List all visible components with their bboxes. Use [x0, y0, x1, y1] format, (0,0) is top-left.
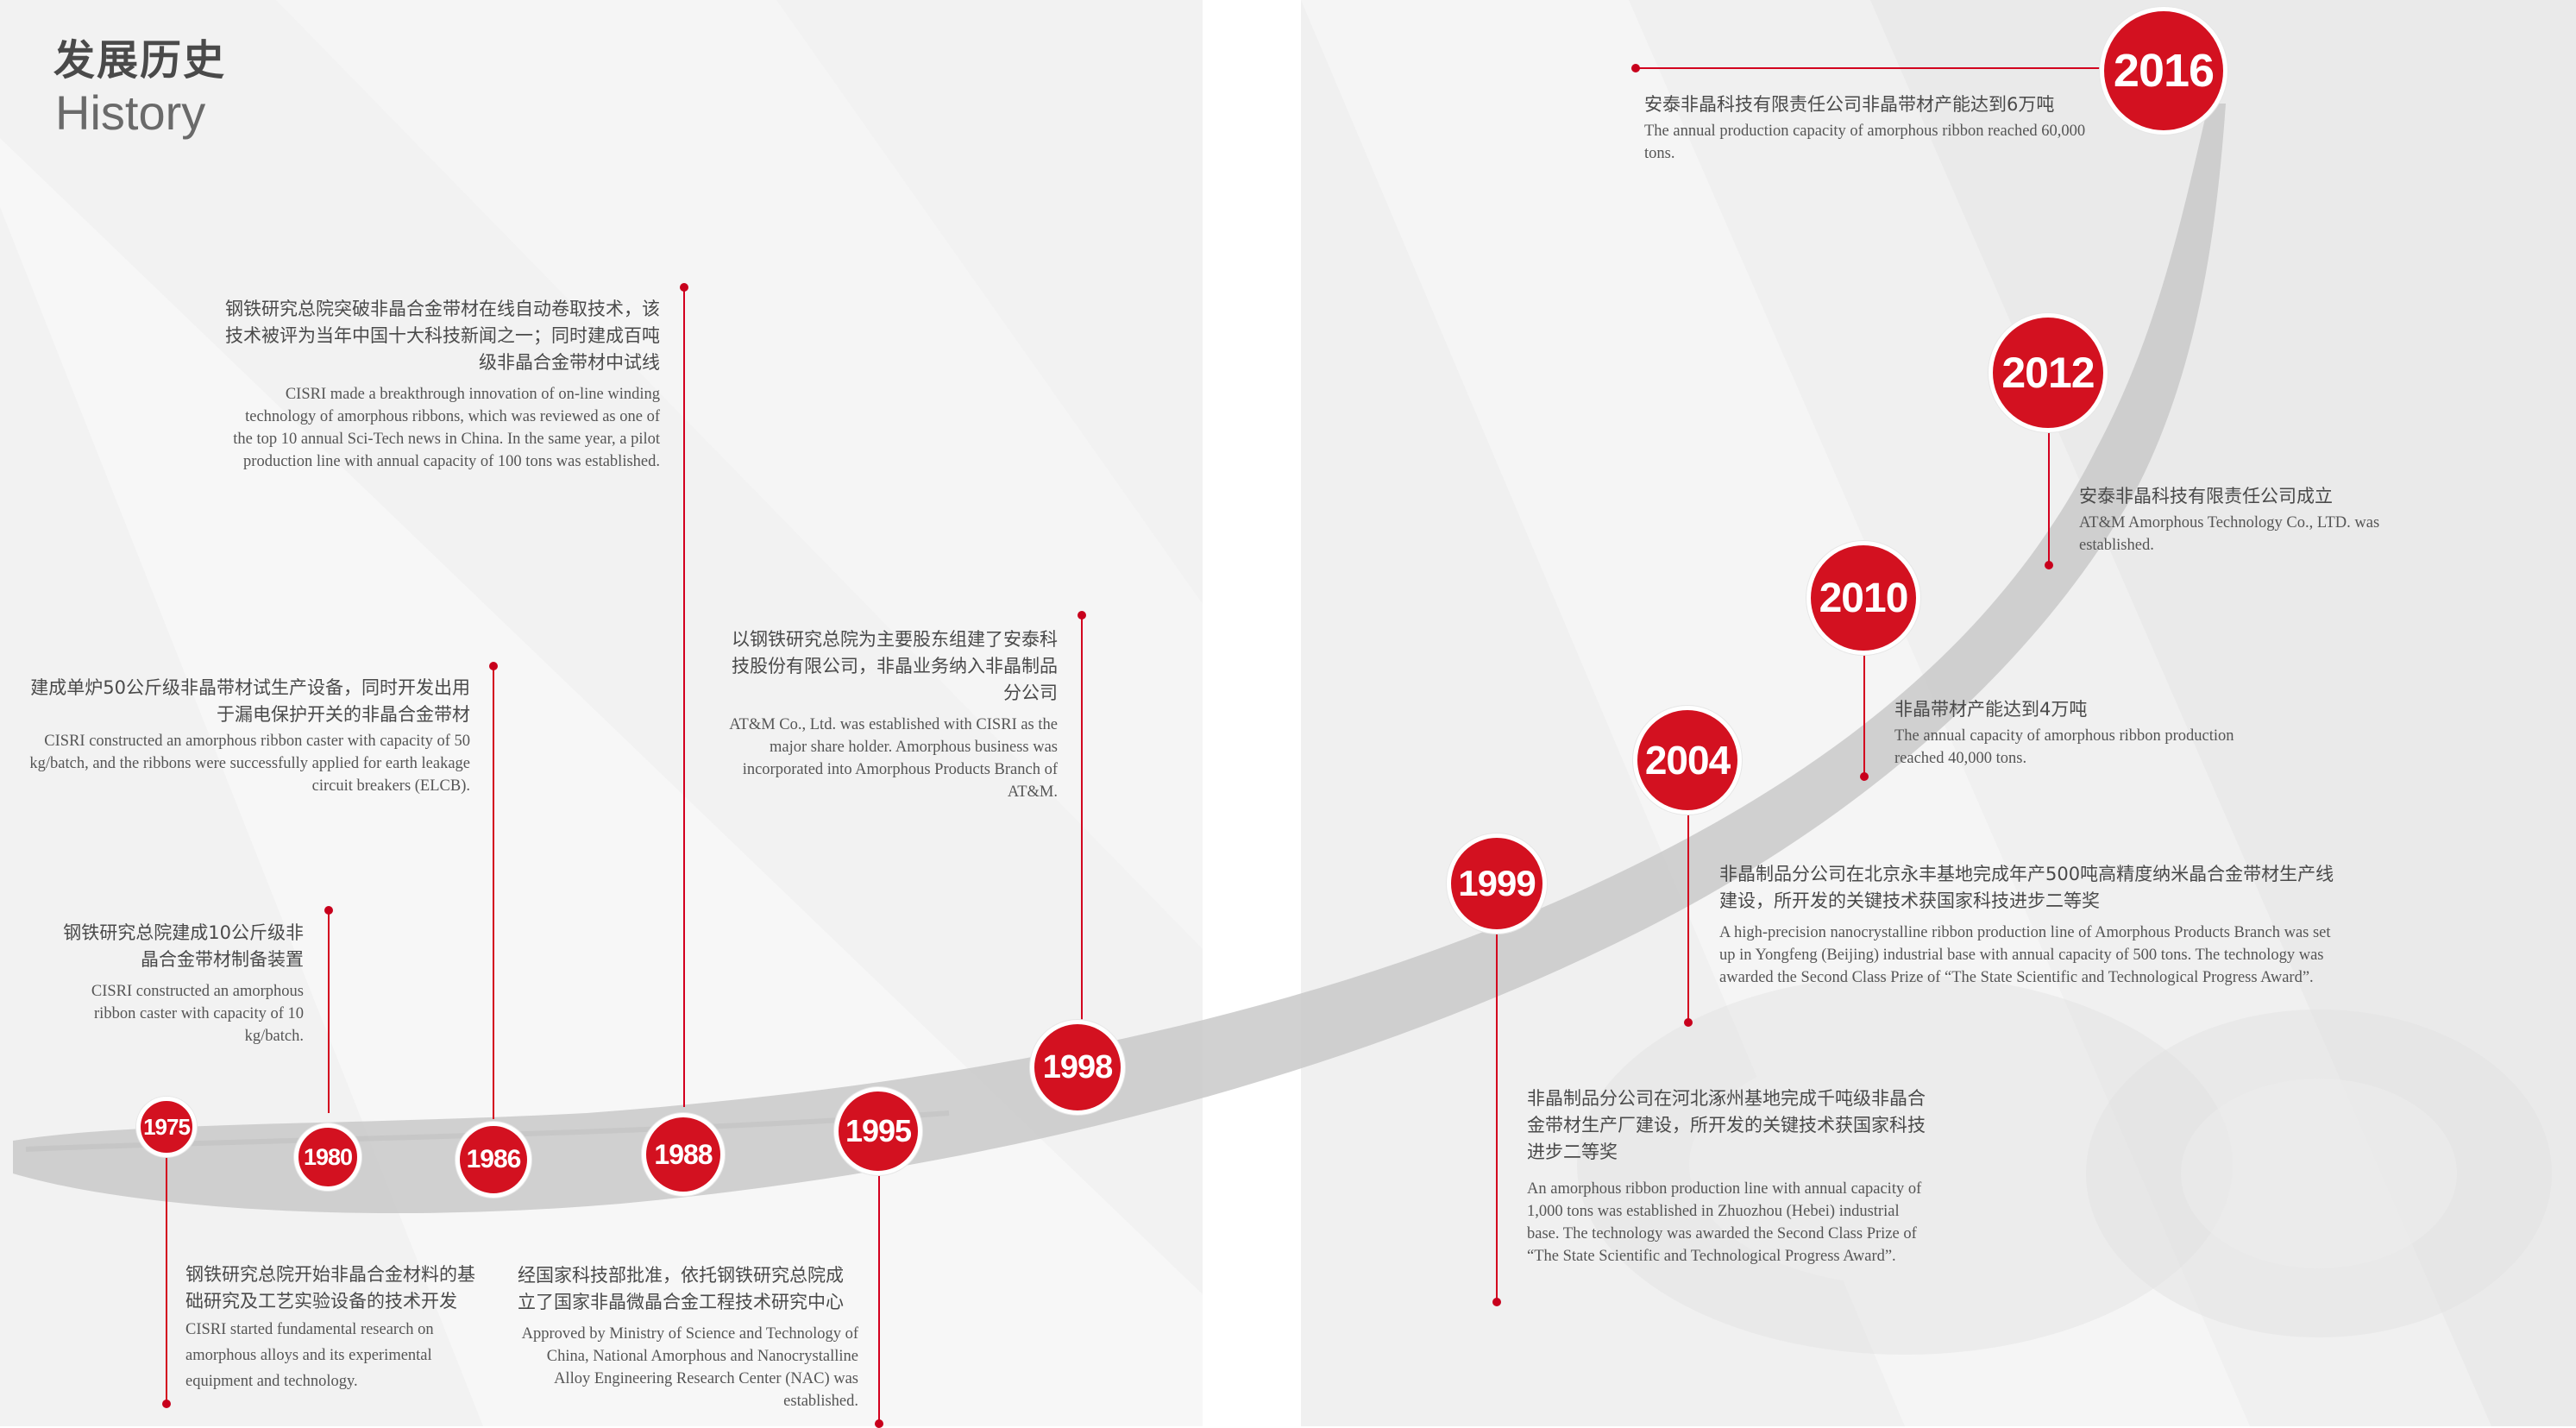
connector-dot-1988: [680, 283, 688, 292]
connector-line-1995: [878, 1148, 880, 1426]
page-gutter: [1203, 0, 1301, 1426]
page-title-cn: 发展历史: [53, 36, 227, 85]
connector-dot-2004: [1684, 1018, 1693, 1027]
connector-line-1975: [166, 1143, 167, 1405]
event-text-cn: 以钢铁研究总院为主要股东组建了安泰科技股份有限公司，非晶业务纳入非晶制品分公司: [732, 629, 1058, 703]
event-text-cn: 非晶制品分公司在河北涿州基地完成千吨级非晶合金带材生产厂建设，所开发的关键技术获…: [1527, 1088, 1926, 1162]
event-text-cn: 钢铁研究总院开始非晶合金材料的基础研究及工艺实验设备的技术开发: [185, 1264, 475, 1312]
event-text-en: CISRI constructed an amorphous ribbon ca…: [91, 983, 304, 1045]
connector-dot-2012: [2045, 561, 2053, 569]
connector-line-1999: [1496, 923, 1498, 1303]
year-marker-2010: 2010: [1806, 541, 1920, 655]
event-note-1975: 钢铁研究总院开始非晶合金材料的基础研究及工艺实验设备的技术开发 CISRI st…: [185, 1261, 487, 1394]
right-page: [1301, 0, 2576, 1426]
connector-dot-1998: [1078, 611, 1086, 620]
year-marker-2004: 2004: [1633, 706, 1742, 815]
event-text-cn: 钢铁研究总院突破非晶合金带材在线自动卷取技术，该技术被评为当年中国十大科技新闻之…: [225, 299, 660, 373]
event-note-1980: 钢铁研究总院建成10公斤级非晶合金带材制备装置 CISRI constructe…: [60, 920, 304, 1047]
right-page-background: [1301, 0, 2576, 1426]
year-marker-1999: 1999: [1447, 834, 1547, 934]
event-text-en: The annual capacity of amorphous ribbon …: [1894, 727, 2234, 767]
event-note-2016: 安泰非晶科技有限责任公司非晶带材产能达到6万吨 The annual produ…: [1644, 91, 2102, 165]
connector-line-2010: [1863, 647, 1865, 777]
year-marker-2012: 2012: [1989, 313, 2108, 432]
event-text-cn: 安泰非晶科技有限责任公司成立: [2079, 486, 2333, 506]
event-note-2010: 非晶带材产能达到4万吨 The annual capacity of amorp…: [1894, 696, 2248, 770]
connector-dot-2010: [1860, 772, 1869, 781]
event-text-en: CISRI made a breakthrough innovation of …: [233, 386, 660, 470]
event-text-cn: 钢铁研究总院建成10公斤级非晶合金带材制备装置: [63, 922, 304, 970]
event-text-en: Approved by Ministry of Science and Tech…: [521, 1325, 858, 1410]
event-text-en: A high-precision nanocrystalline ribbon …: [1719, 924, 2331, 986]
event-note-2004: 非晶制品分公司在北京永丰基地完成年产500吨高精度纳米晶合金带材生产线建设，所开…: [1719, 861, 2336, 989]
connector-dot-1986: [489, 662, 498, 670]
year-marker-1975: 1975: [136, 1097, 197, 1157]
event-note-1988: 钢铁研究总院突破非晶合金带材在线自动卷取技术，该技术被评为当年中国十大科技新闻之…: [224, 296, 660, 473]
event-text-cn: 非晶制品分公司在北京永丰基地完成年产500吨高精度纳米晶合金带材生产线建设，所开…: [1719, 864, 2334, 911]
connector-line-1986: [493, 666, 494, 1119]
connector-line-1998: [1081, 615, 1083, 1064]
event-text-en: AT&M Amorphous Technology Co., LTD. was …: [2079, 514, 2380, 554]
event-note-1999: 非晶制品分公司在河北涿州基地完成千吨级非晶合金带材生产厂建设，所开发的关键技术获…: [1527, 1085, 1932, 1268]
event-note-1986: 建成单炉50公斤级非晶带材试生产设备，同时开发出用于漏电保护开关的非晶合金带材 …: [17, 675, 470, 797]
year-marker-1980: 1980: [294, 1123, 361, 1191]
page-title-en: History: [55, 85, 206, 140]
event-text-cn: 非晶带材产能达到4万吨: [1894, 699, 2088, 720]
event-text-en: An amorphous ribbon production line with…: [1527, 1180, 1922, 1265]
connector-line-2012: [2048, 427, 2050, 565]
connector-line-1988: [683, 287, 685, 1107]
event-note-1995: 经国家科技部批准，依托钢铁研究总院成立了国家非晶微晶合金工程技术研究中心 App…: [518, 1262, 858, 1412]
event-text-en: The annual production capacity of amorph…: [1644, 123, 2086, 162]
connector-line-2016: [1636, 67, 2102, 69]
event-text-cn: 经国家科技部批准，依托钢铁研究总院成立了国家非晶微晶合金工程技术研究中心: [518, 1265, 844, 1312]
event-text-en: CISRI constructed an amorphous ribbon ca…: [29, 733, 470, 795]
connector-dot-1999: [1492, 1298, 1501, 1306]
event-text-en: CISRI started fundamental research on am…: [185, 1321, 434, 1390]
year-marker-1995: 1995: [834, 1087, 922, 1175]
connector-line-2004: [1687, 807, 1689, 1022]
event-note-2012: 安泰非晶科技有限责任公司成立 AT&M Amorphous Technology…: [2079, 483, 2407, 557]
connector-line-1980: [328, 910, 330, 1113]
connector-dot-2016: [1631, 64, 1640, 72]
connector-dot-1980: [324, 906, 333, 915]
event-text-en: AT&M Co., Ltd. was established with CISR…: [729, 716, 1058, 801]
event-text-cn: 建成单炉50公斤级非晶带材试生产设备，同时开发出用于漏电保护开关的非晶合金带材: [30, 677, 470, 725]
event-note-1998: 以钢铁研究总院为主要股东组建了安泰科技股份有限公司，非晶业务纳入非晶制品分公司 …: [725, 626, 1058, 803]
year-marker-2016: 2016: [2100, 7, 2227, 135]
year-marker-1998: 1998: [1030, 1020, 1125, 1115]
event-text-cn: 安泰非晶科技有限责任公司非晶带材产能达到6万吨: [1644, 94, 2055, 115]
connector-dot-1995: [875, 1419, 883, 1428]
year-marker-1988: 1988: [642, 1113, 725, 1196]
year-marker-1986: 1986: [456, 1122, 531, 1198]
connector-dot-1975: [162, 1400, 171, 1408]
